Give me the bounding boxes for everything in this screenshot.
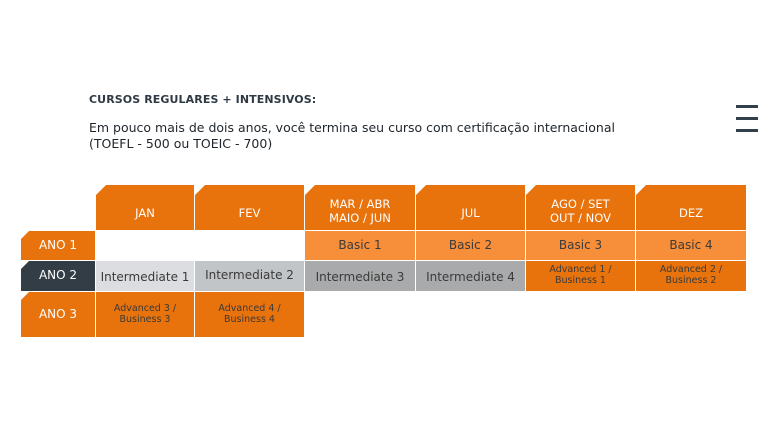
cell-basic-4: Basic 4 bbox=[636, 231, 746, 260]
cell-line-2: Business 4 bbox=[224, 313, 275, 325]
row-label-ano-1: ANO 1 bbox=[21, 231, 95, 260]
hamburger-menu-icon[interactable] bbox=[736, 105, 760, 137]
cell-intermediate-4: Intermediate 4 bbox=[416, 261, 525, 291]
column-header-line-1: AGO / SET bbox=[551, 197, 610, 212]
cell-line-2: Business 1 bbox=[555, 275, 606, 286]
cell-basic-3: Basic 3 bbox=[526, 231, 635, 260]
cell-line-1: Advanced 2 / bbox=[659, 264, 723, 276]
column-header-mar-jun: MAR / ABR MAIO / JUN bbox=[305, 185, 415, 230]
cell-line-1: Advanced 1 / bbox=[549, 264, 612, 276]
cell-line-2: Business 2 bbox=[665, 275, 717, 286]
row-label-ano-2: ANO 2 bbox=[21, 261, 95, 291]
row-label-ano-3: ANO 3 bbox=[21, 292, 95, 337]
cell-line-1: Advanced 4 / bbox=[218, 302, 281, 314]
column-header-jan: JAN bbox=[96, 185, 194, 230]
section-description: Em pouco mais de dois anos, você termina… bbox=[89, 120, 689, 152]
description-line-2: (TOEFL - 500 ou TOEIC - 700) bbox=[89, 136, 273, 151]
cell-advanced-3: Advanced 3 / Business 3 bbox=[96, 292, 194, 337]
section-heading: CURSOS REGULARES + INTENSIVOS: bbox=[89, 93, 317, 106]
column-header-fev: FEV bbox=[195, 185, 304, 230]
cell-line-2: Business 3 bbox=[119, 313, 171, 325]
cell-advanced-1: Advanced 1 / Business 1 bbox=[526, 261, 635, 291]
column-header-dez: DEZ bbox=[636, 185, 746, 230]
cell-advanced-2: Advanced 2 / Business 2 bbox=[636, 261, 746, 291]
column-header-line-2: OUT / NOV bbox=[550, 210, 611, 225]
cell-intermediate-3: Intermediate 3 bbox=[305, 261, 415, 291]
cell-advanced-4: Advanced 4 / Business 4 bbox=[195, 292, 304, 337]
cell-line-1: Advanced 3 / bbox=[113, 302, 177, 314]
column-header-line-2: MAIO / JUN bbox=[329, 210, 391, 225]
column-header-jul: JUL bbox=[416, 185, 525, 230]
cell-intermediate-1: Intermediate 1 bbox=[96, 261, 194, 291]
cell-intermediate-2: Intermediate 2 bbox=[195, 261, 304, 291]
column-header-ago-nov: AGO / SET OUT / NOV bbox=[526, 185, 635, 230]
cell-basic-1: Basic 1 bbox=[305, 231, 415, 260]
column-header-line-1: MAR / ABR bbox=[329, 197, 391, 212]
cell-basic-2: Basic 2 bbox=[416, 231, 525, 260]
description-line-1: Em pouco mais de dois anos, você termina… bbox=[89, 120, 615, 135]
